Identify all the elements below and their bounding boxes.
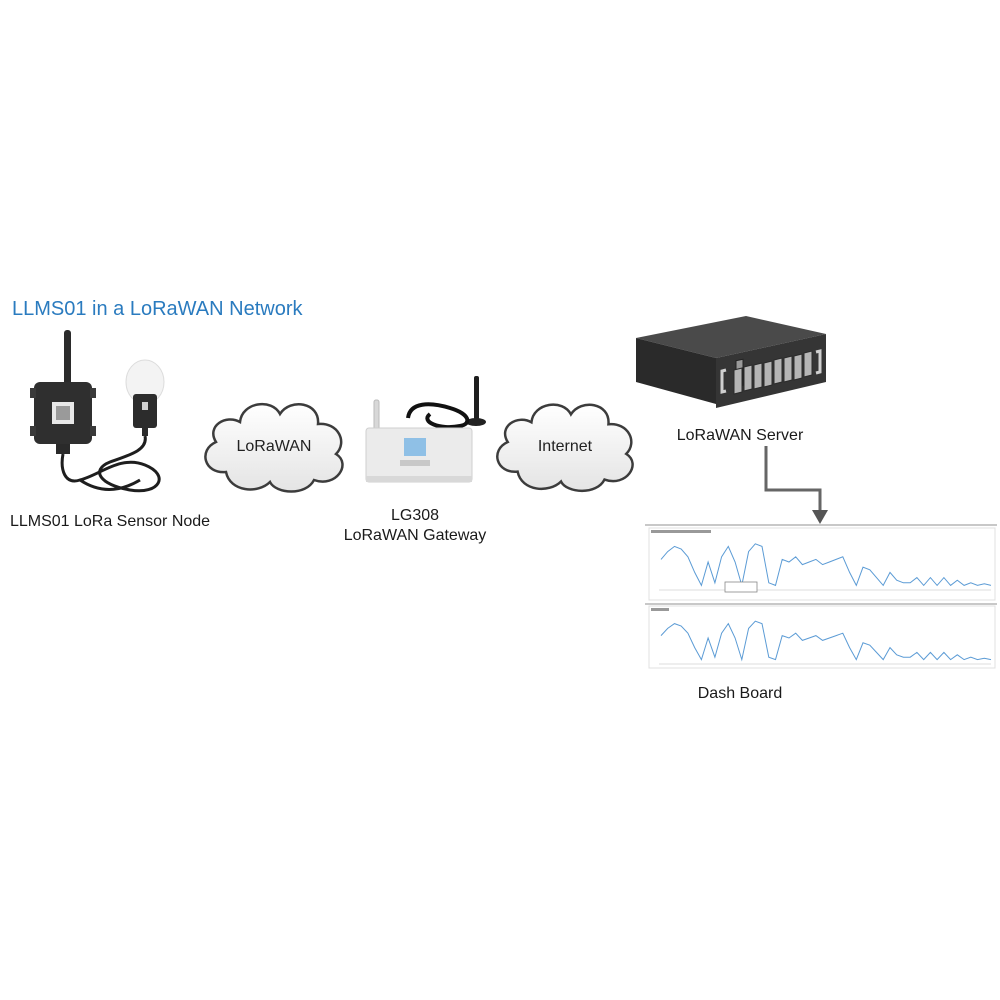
dashboard-label: Dash Board xyxy=(697,685,783,702)
gateway-label: LoRaWAN Gateway xyxy=(343,527,487,544)
dashboard-tooltip xyxy=(724,581,758,593)
gateway-icon xyxy=(360,372,500,484)
internet-cloud-icon xyxy=(488,392,642,496)
server-rack-icon xyxy=(636,316,832,412)
lorawan-cloud-icon xyxy=(196,392,352,496)
gateway-model-label: LG308 xyxy=(390,507,440,524)
lorawan-cloud-label: LoRaWAN xyxy=(236,438,312,455)
server-label: LoRaWAN Server xyxy=(676,427,804,444)
dashboard-series-1 xyxy=(660,543,992,587)
sensor-node-icon xyxy=(20,330,200,500)
dashboard-series-2 xyxy=(660,620,992,662)
sensor-node-label: LLMS01 LoRa Sensor Node xyxy=(9,513,211,530)
server-to-dashboard-arrow xyxy=(760,446,840,528)
dashboard-chart-icon xyxy=(645,524,997,672)
diagram-title: LLMS01 in a LoRaWAN Network xyxy=(12,298,303,320)
dashboard-panel-2-title-bar xyxy=(651,608,669,611)
internet-cloud-label: Internet xyxy=(537,438,593,455)
dashboard-panel-1-title-bar xyxy=(651,530,711,533)
